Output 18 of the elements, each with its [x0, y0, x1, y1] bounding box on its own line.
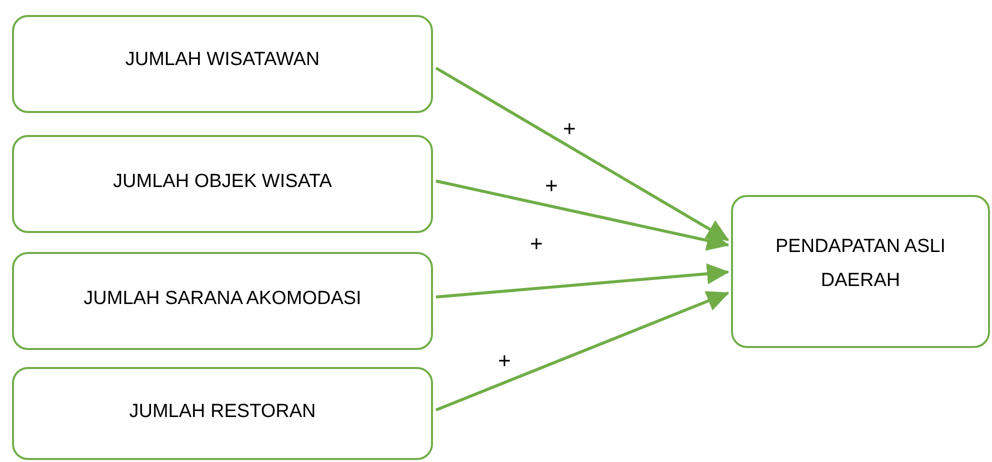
edge-label: +	[545, 175, 558, 197]
process-box	[12, 367, 433, 460]
edge-label: +	[498, 350, 511, 372]
arrow	[435, 291, 730, 412]
process-box	[12, 252, 433, 350]
node-label: JUMLAH OBJEK WISATA	[112, 170, 333, 194]
node-label: JUMLAH RESTORAN	[128, 400, 317, 424]
node-label: PENDAPATAN ASLI DAERAH	[774, 235, 946, 293]
process-box	[731, 195, 990, 348]
edge-label: +	[530, 233, 543, 255]
node-label: JUMLAH WISATAWAN	[124, 48, 321, 72]
process-box	[12, 135, 433, 233]
arrow	[435, 66, 730, 242]
node-label: JUMLAH SARANA AKOMODASI	[82, 287, 362, 311]
edge-label: +	[563, 118, 576, 140]
arrow	[436, 263, 730, 298]
process-box	[12, 15, 433, 113]
arrow	[436, 180, 730, 251]
